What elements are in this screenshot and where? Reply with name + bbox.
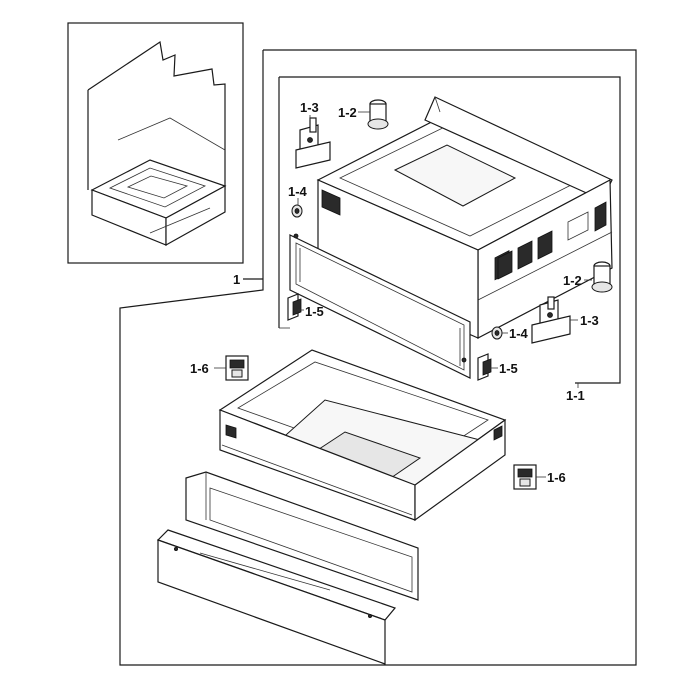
drawer-frame-boundary <box>278 76 621 384</box>
label-leg-left: 1-2 <box>338 105 357 120</box>
label-nut-left: 1-4 <box>288 184 308 199</box>
slide-right <box>513 464 537 490</box>
label-bracket-right: 1-3 <box>580 313 599 328</box>
label-drawer-frame: 1-1 <box>566 388 585 403</box>
drawer-tub <box>218 349 507 522</box>
label-clip-left: 1-5 <box>305 304 324 319</box>
drawer-housing <box>289 96 613 379</box>
label-bracket-left: 1-3 <box>300 100 319 115</box>
callout-labels: 1 1-1 1-2 1-2 1-3 1-3 1-4 1-4 1-5 1-5 1-… <box>190 100 599 485</box>
side-panel-openings <box>497 201 607 280</box>
assembly-boundary <box>119 49 637 666</box>
label-slide-right: 1-6 <box>547 470 566 485</box>
label-leg-right: 1-2 <box>563 273 582 288</box>
packaging-box-illustration <box>87 40 227 247</box>
label-nut-right: 1-4 <box>509 326 529 341</box>
leg-left <box>367 99 389 130</box>
bracket-right <box>531 296 571 344</box>
slide-left <box>214 355 249 381</box>
label-slide-left: 1-6 <box>190 361 209 376</box>
nut-right <box>491 326 503 340</box>
packaging-box-inset <box>67 22 244 264</box>
leader-lines <box>297 111 592 478</box>
leg-right <box>591 261 613 293</box>
clip-right <box>477 353 492 381</box>
label-assembly: 1 <box>233 272 240 287</box>
label-clip-right: 1-5 <box>499 361 518 376</box>
clip-left <box>287 293 302 321</box>
drawer-front-panel <box>156 529 397 665</box>
bracket-left <box>295 117 331 169</box>
nut-left <box>291 204 303 218</box>
drawer-front-frame <box>185 471 419 601</box>
